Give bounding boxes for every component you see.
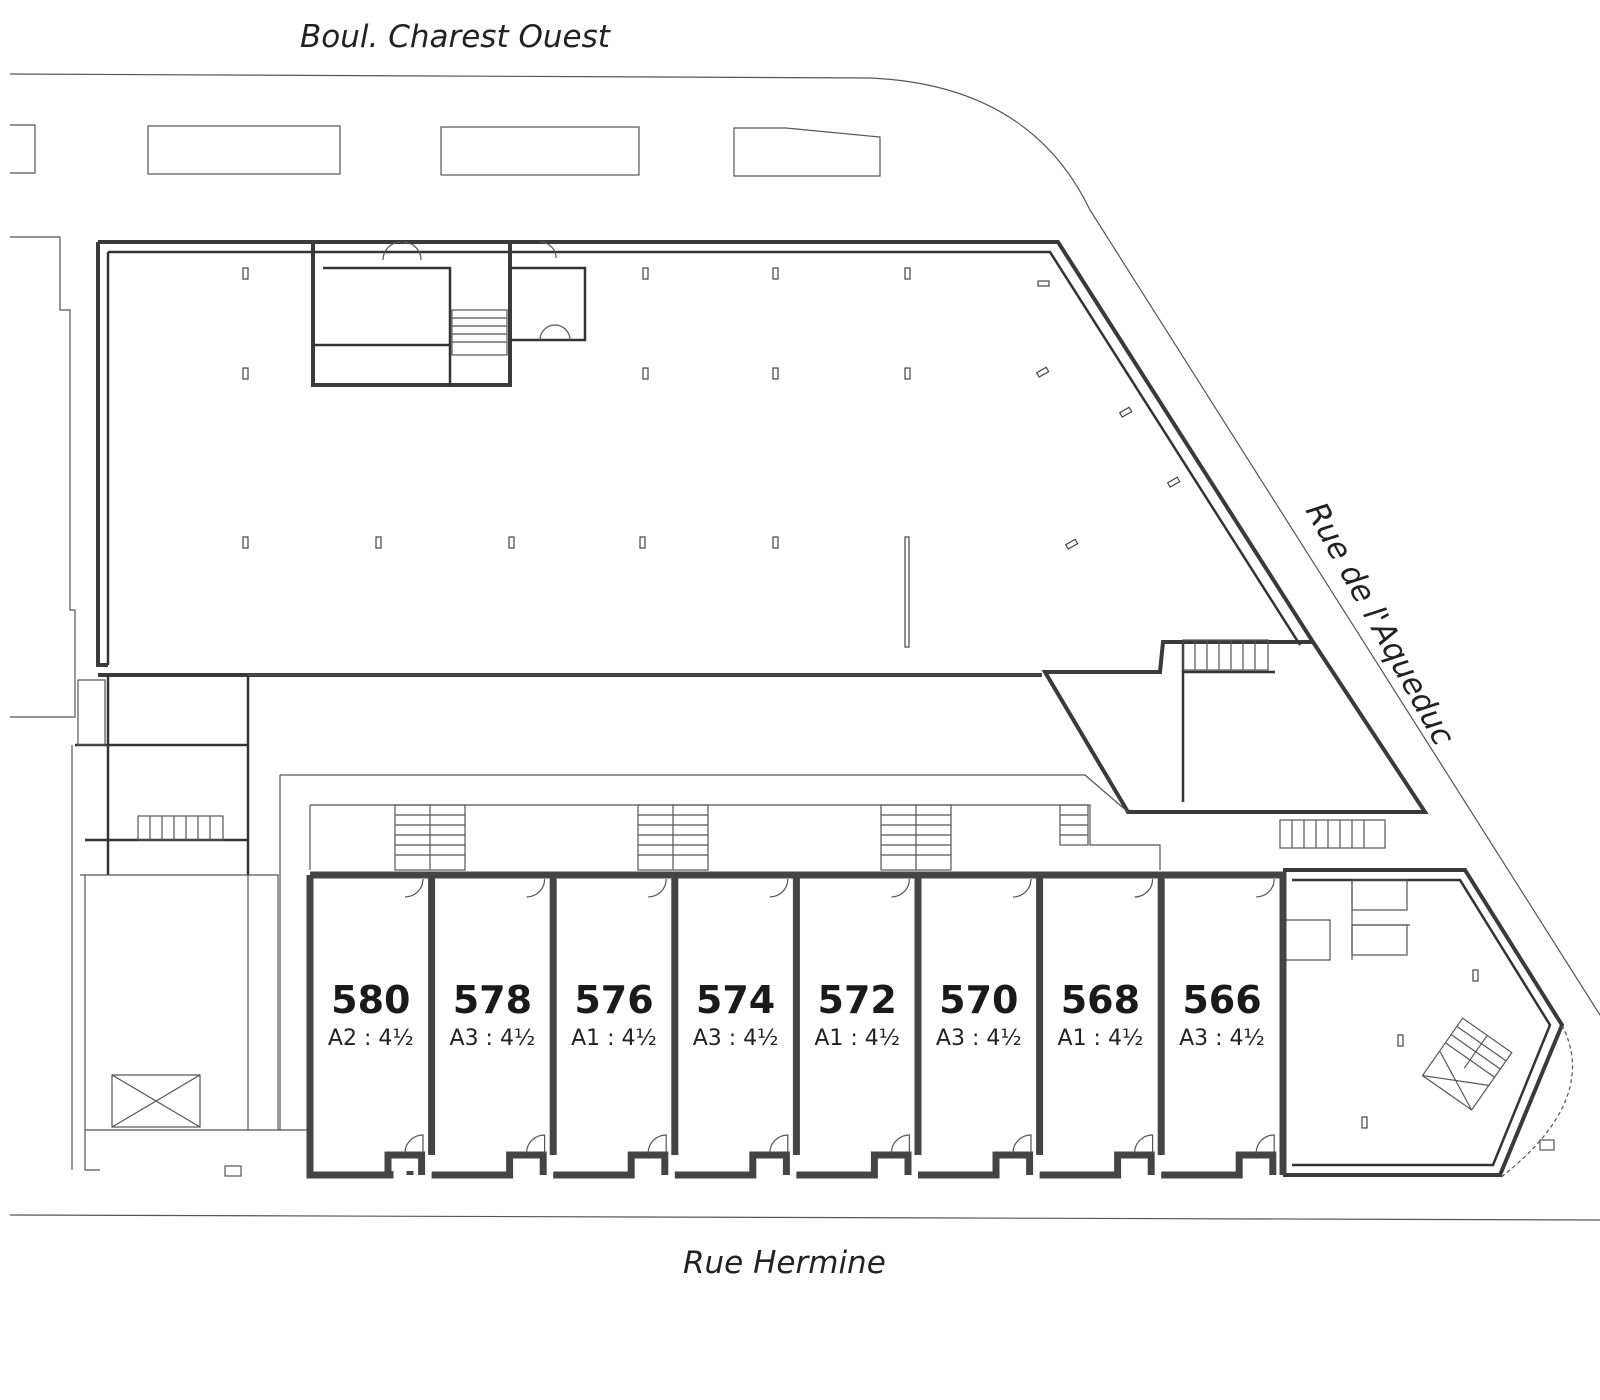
door-icon [647,1134,667,1154]
main-building-outline [98,240,1429,814]
unit-wall [428,875,547,1179]
street-label-south: Rue Hermine [683,1245,886,1281]
unit-area [922,879,1036,1171]
door-icon [648,878,667,898]
unit-number: 570 [939,978,1018,1022]
unit-number: 576 [574,978,653,1022]
unit-578[interactable]: 578 A3 : 4½ [428,875,550,1179]
curb-south [9,1214,1600,1221]
unit-type: A1 : 4½ [1058,1026,1144,1051]
unit-568[interactable]: 568 A1 : 4½ [1036,875,1158,1179]
unit-number: 574 [696,978,775,1022]
door-icon [769,878,789,898]
unit-number: 578 [453,978,532,1022]
door-icon [404,878,424,898]
unit-580[interactable]: 580 A2 : 4½ [306,875,428,1179]
unit-entry-stairs [394,804,1089,871]
unit-566[interactable]: 566 A3 : 4½ [1157,875,1279,1179]
unit-572[interactable]: 572 A1 : 4½ [792,875,914,1179]
door-icon [404,1134,424,1154]
unit-type: A3 : 4½ [693,1026,779,1051]
street-label-east: Rue de l'Aqueduc [1298,496,1461,751]
door-icon [526,1134,546,1154]
courtyard [248,674,1161,1130]
door-icon [1012,1134,1032,1154]
unit-area [1165,879,1279,1171]
unit-area [800,879,914,1171]
east-stairs [1181,639,1386,849]
unit-number: 580 [331,978,410,1022]
unit-area [678,879,793,1171]
door-icon [891,878,910,898]
unit-type: A1 : 4½ [814,1026,900,1051]
unit-number: 572 [818,978,897,1022]
door-icon [1255,1134,1275,1154]
unit-type: A1 : 4½ [571,1026,657,1051]
unit-area [1043,879,1158,1171]
unit-wall [306,875,426,1179]
unit-area [435,879,550,1171]
main-building-west-wall [96,242,108,667]
columns [242,267,1479,1129]
unit-number: 566 [1182,978,1261,1022]
door-icon [526,878,546,898]
unit-570[interactable]: 570 A3 : 4½ [914,875,1036,1179]
unit-area [557,879,671,1171]
corner-commercial-unit [1283,868,1574,1179]
unit-wall [1157,875,1277,1179]
unit-type: A3 : 4½ [1179,1026,1265,1051]
unit-wall [792,875,912,1179]
door-icon [769,1134,789,1154]
unit-wall [549,875,669,1179]
door-icon [890,1134,910,1154]
curb-north [9,73,1600,1016]
unit-wall [914,875,1034,1179]
main-building-inner [106,250,1302,677]
unit-area [314,879,428,1171]
unit-574[interactable]: 574 A3 : 4½ [671,875,793,1179]
adjacent-lot [10,236,76,718]
unit-type: A2 : 4½ [328,1026,414,1051]
unit-number: 568 [1061,978,1140,1022]
west-service-area [71,675,310,1177]
service-core [311,241,587,387]
unit-wall [671,875,790,1179]
unit-wall [1036,875,1155,1179]
unit-type: A3 : 4½ [936,1026,1022,1051]
door-icon [1012,878,1032,898]
door-icon [1256,878,1275,898]
street-label-north: Boul. Charest Ouest [300,19,612,55]
door-icon [1134,1134,1154,1154]
unit-576[interactable]: 576 A1 : 4½ [549,875,671,1179]
door-icon [1134,878,1154,898]
parking-spaces [10,124,881,177]
unit-type: A3 : 4½ [450,1026,536,1051]
